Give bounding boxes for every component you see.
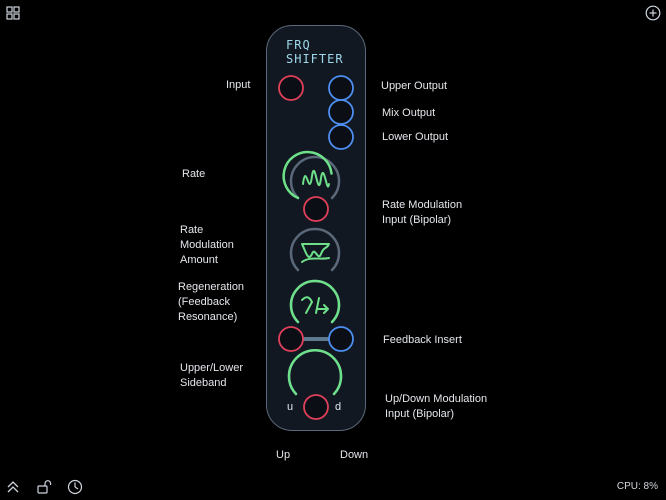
add-circle-icon[interactable] [645, 5, 661, 21]
sideband-label: Upper/Lower Sideband [180, 361, 243, 391]
module-title: FRQ SHIFTER [286, 38, 344, 66]
input-jack[interactable] [278, 75, 304, 101]
sideband-knob[interactable] [287, 349, 343, 396]
rate-modulation-amount-track [289, 227, 341, 272]
lower-output-label: Lower Output [382, 131, 449, 143]
feedback-icon [301, 296, 329, 314]
rate-modulation-input-jack[interactable] [303, 196, 329, 222]
rate-modulation-amount-knob[interactable] [289, 227, 341, 272]
down-label: Down [340, 449, 369, 461]
updown-modulation-input-jack[interactable] [303, 394, 329, 420]
down-marker: d [335, 401, 342, 413]
regeneration-line-2: (Feedback [178, 296, 230, 308]
cpu-usage: CPU: 8% [616, 481, 658, 492]
updown-mod-input-label: Up/Down Modulation Input (Bipolar) [385, 392, 487, 422]
upper-output-label: Upper Output [381, 80, 448, 92]
lower-output-jack[interactable] [328, 124, 354, 150]
updown-mod-input-line-2: Input (Bipolar) [385, 408, 455, 420]
rate-mod-input-label: Rate Modulation Input (Bipolar) [382, 198, 462, 228]
feedback-insert-label: Feedback Insert [383, 334, 462, 346]
rate-mod-input-line-2: Input (Bipolar) [382, 214, 452, 226]
rate-mod-amount-line-3: Amount [180, 254, 218, 266]
gauge-icon[interactable] [67, 479, 83, 495]
up-marker: u [287, 401, 294, 413]
up-label: Up [276, 449, 291, 461]
upper-output-jack[interactable] [328, 75, 354, 101]
input-label: Input [226, 79, 251, 91]
sideband-line-2: Sideband [180, 377, 227, 389]
regeneration-label: Regeneration (Feedback Resonance) [178, 280, 244, 325]
grid-icon[interactable] [6, 6, 20, 20]
rate-mod-amount-label: Rate Modulation Amount [180, 223, 234, 268]
rate-mod-amount-line-1: Rate [180, 224, 204, 236]
rate-mod-input-line-1: Rate Modulation [382, 199, 463, 211]
mix-output-label: Mix Output [382, 107, 436, 119]
regeneration-line-3: Resonance) [178, 311, 238, 323]
rate-knob-track [289, 155, 341, 200]
module-title-line-2: SHIFTER [286, 52, 344, 66]
rate-mod-amount-line-2: Modulation [180, 239, 234, 251]
regeneration-knob[interactable] [289, 279, 341, 324]
sideband-level-arc [287, 349, 343, 396]
rate-knob-level-arc [282, 150, 333, 200]
updown-mod-input-line-1: Up/Down Modulation [385, 393, 488, 405]
feedback-insert-send-jack[interactable] [278, 326, 304, 352]
wave-icon [302, 169, 330, 188]
mix-output-jack[interactable] [328, 99, 354, 125]
rate-knob[interactable] [282, 150, 341, 200]
regeneration-level-arc [289, 279, 341, 324]
double-chevron-up-icon[interactable] [6, 480, 20, 494]
feedback-insert-return-jack[interactable] [328, 326, 354, 352]
unlock-icon[interactable] [36, 479, 52, 495]
rate-label: Rate [182, 168, 206, 180]
regeneration-line-1: Regeneration [178, 281, 245, 293]
sideband-line-1: Upper/Lower [180, 362, 243, 374]
module-title-line-1: FRQ [286, 38, 311, 52]
modulation-wave-icon [301, 243, 330, 263]
